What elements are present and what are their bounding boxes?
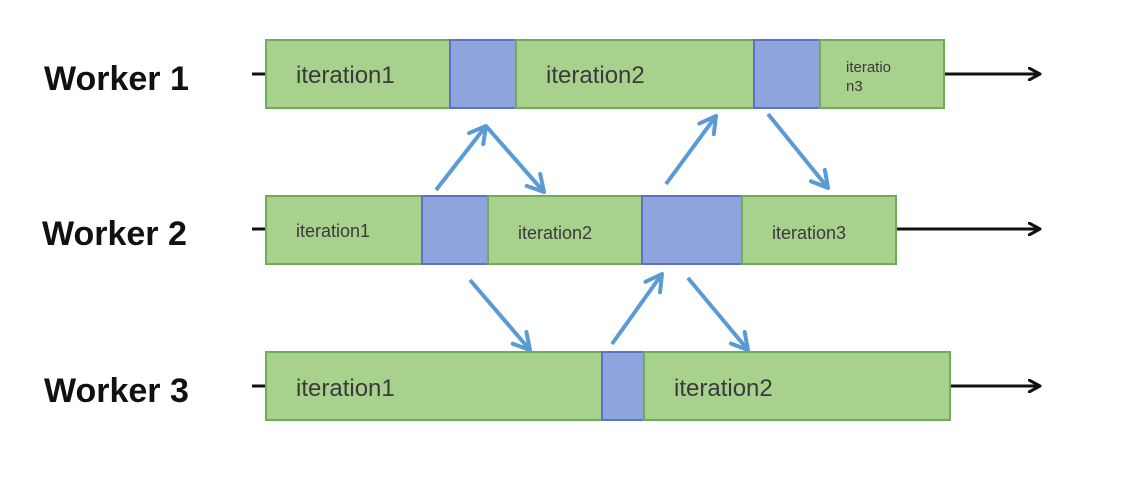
sync-arrow xyxy=(664,114,718,186)
iteration-block xyxy=(487,195,643,265)
sync-block xyxy=(641,195,743,265)
worker-2-row: Worker 2 iteration1 iteration2 iteration… xyxy=(42,195,1040,265)
iteration-block xyxy=(741,195,897,265)
iteration-block xyxy=(643,351,951,421)
iteration-label: iteration2 xyxy=(518,223,592,243)
iteration-block xyxy=(265,351,603,421)
worker-label: Worker 3 xyxy=(44,372,189,410)
worker-3-row: Worker 3 iteration1 iteration2 xyxy=(44,351,1040,421)
sync-arrow xyxy=(468,278,532,352)
iteration-block xyxy=(515,39,755,109)
sync-arrow xyxy=(766,112,830,190)
sync-block xyxy=(753,39,821,109)
sync-block xyxy=(449,39,517,109)
sync-arrow xyxy=(484,124,546,194)
iteration-label: iteration2 xyxy=(546,62,645,89)
iteration-label: iteration1 xyxy=(296,62,395,89)
worker-label: Worker 1 xyxy=(44,60,189,98)
iteration-label: iteration1 xyxy=(296,221,370,241)
iteration-label: iteration1 xyxy=(296,375,395,402)
iteration-label: iteration2 xyxy=(674,375,773,402)
sync-arrow xyxy=(434,123,488,192)
iteration-block xyxy=(819,39,945,109)
sync-arrows xyxy=(434,112,830,352)
sync-block xyxy=(421,195,489,265)
sync-block xyxy=(601,351,645,421)
iteration-label: iteration3 xyxy=(772,223,846,243)
worker-label: Worker 2 xyxy=(42,215,187,253)
sync-arrow xyxy=(610,272,664,346)
sync-arrow xyxy=(686,276,750,352)
